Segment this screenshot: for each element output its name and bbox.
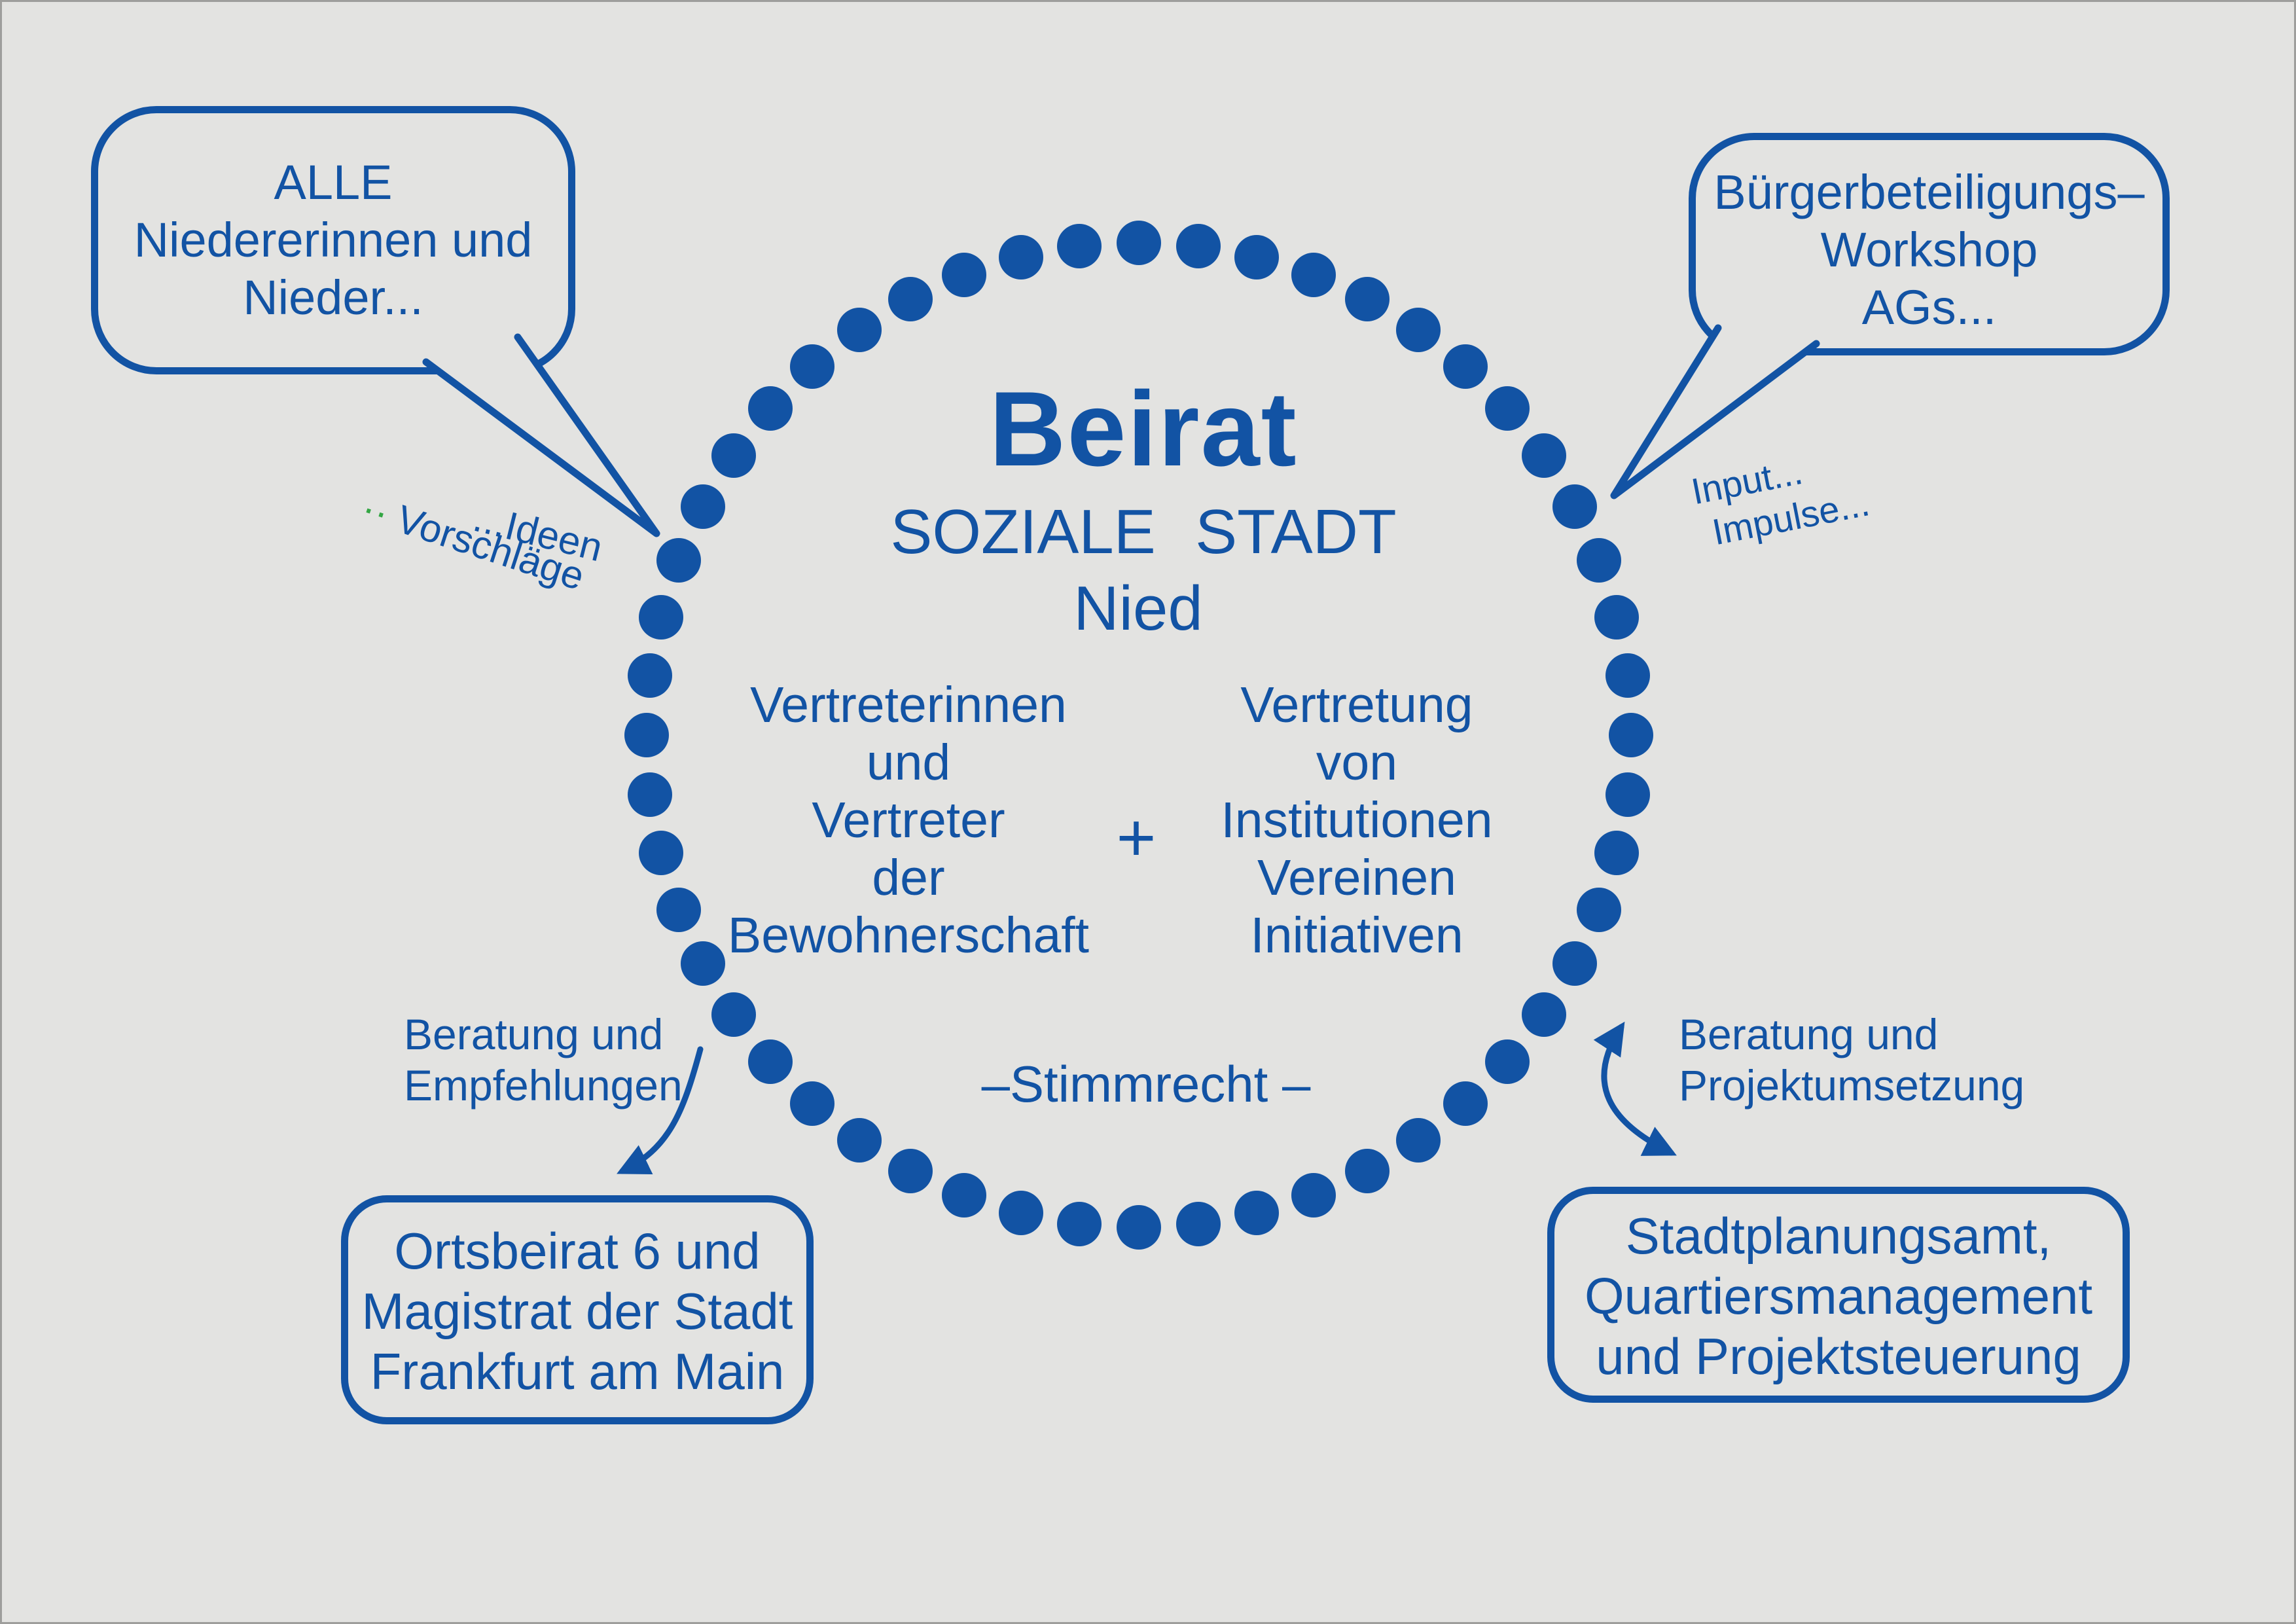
circle-dot xyxy=(1234,234,1279,280)
circle-dot xyxy=(1396,308,1441,353)
box-line: Stadtplanungsamt, xyxy=(1625,1207,2052,1265)
circle-dot xyxy=(656,538,701,583)
circle-dot xyxy=(999,1191,1044,1236)
box-line: Ortsbeirat 6 und xyxy=(394,1222,761,1280)
institutions-line: von xyxy=(1316,734,1398,791)
label-beratung-empfehlungen: Beratung und Empfehlungen xyxy=(404,1009,683,1111)
circle-dot xyxy=(681,484,726,529)
circle-dot xyxy=(1577,887,1622,932)
box-line: Quartiersmanagement xyxy=(1584,1267,2093,1325)
circle-dot xyxy=(748,386,793,431)
institutions-line: Vertretung xyxy=(1240,677,1473,733)
circle-dot xyxy=(888,1148,933,1193)
box-stadtplanungsamt: Stadtplanungsamt, Quartiersmanagement un… xyxy=(1547,1187,2130,1403)
circle-dot xyxy=(1552,484,1597,529)
plus-sign: + xyxy=(1116,800,1157,876)
label-beratung-projektumsetzung: Beratung und Projektumsetzung xyxy=(1679,1009,2024,1111)
circle-district: Nied xyxy=(1073,573,1203,643)
circle-dot xyxy=(836,308,882,353)
bubble-line: Bürgerbeteiligungs– xyxy=(1713,165,2145,219)
speech-bubble-workshops: Bürgerbeteiligungs– Workshop AGs... xyxy=(1689,133,2170,355)
bubble-line: Workshop xyxy=(1820,223,2038,277)
circle-dot xyxy=(748,1039,793,1084)
residents-line: Bewohnerschaft xyxy=(727,907,1090,964)
circle-dot xyxy=(1521,433,1566,478)
circle-dot xyxy=(1396,1117,1441,1163)
circle-dot xyxy=(836,1117,882,1163)
circle-dot xyxy=(628,772,673,817)
advice-arrow-right xyxy=(1593,1021,1677,1156)
circle-dot xyxy=(1117,221,1161,265)
label-line: Beratung und xyxy=(1679,1010,1939,1058)
circle-dot xyxy=(1609,713,1653,757)
circle-dot xyxy=(1234,1191,1279,1236)
circle-dot xyxy=(1291,1173,1336,1218)
circle-dot xyxy=(1577,538,1622,583)
bubble-line: Nieder... xyxy=(243,270,423,325)
circle-dot xyxy=(681,941,726,986)
residents-line: und xyxy=(866,734,951,791)
institutions-line: Initiativen xyxy=(1250,907,1463,964)
voting-rights-label: –Stimmrecht – xyxy=(981,1055,1311,1113)
circle-dot xyxy=(888,277,933,322)
circle-dot xyxy=(1291,252,1336,297)
label-line: Projektumsetzung xyxy=(1679,1061,2025,1110)
circle-dot xyxy=(1443,344,1488,389)
circle-dot xyxy=(1117,1205,1161,1250)
residents-line: Vertreter xyxy=(812,792,1005,848)
circle-dot xyxy=(1521,992,1566,1038)
circle-dot xyxy=(1345,277,1390,322)
circle-dot xyxy=(1057,224,1102,269)
residents-line: der xyxy=(872,850,945,906)
circle-dot xyxy=(790,1081,835,1126)
circle-subtitle: SOZIALE STADT xyxy=(890,497,1397,567)
circle-dot xyxy=(628,653,673,698)
circle-dot xyxy=(999,234,1044,280)
box-line: und Projektsteuerung xyxy=(1596,1327,2081,1385)
label-line: Empfehlungen xyxy=(404,1061,683,1110)
circle-dot xyxy=(638,595,683,640)
circle-dot xyxy=(1605,653,1650,698)
circle-title: Beirat xyxy=(989,370,1298,488)
label-line: Beratung und xyxy=(404,1010,664,1058)
circle-dot xyxy=(1552,941,1597,986)
circle-dot xyxy=(1484,1039,1530,1084)
residents-line: Vertreterinnen xyxy=(750,677,1067,733)
speech-bubble-all-residents: ALLE Niedererinnen und Nieder... xyxy=(91,106,575,374)
box-line: Magistrat der Stadt xyxy=(361,1282,793,1340)
circle-dot xyxy=(790,344,835,389)
box-line: Frankfurt am Main xyxy=(370,1343,785,1400)
circle-dot xyxy=(1175,1201,1221,1246)
circle-dot xyxy=(656,887,701,932)
green-dots: ·· xyxy=(356,485,395,535)
circle-dot xyxy=(711,433,757,478)
circle-dot xyxy=(1345,1148,1390,1193)
bubble-line: Niedererinnen und xyxy=(134,213,533,267)
circle-dot xyxy=(1175,224,1221,269)
circle-dot xyxy=(942,252,987,297)
circle-dot xyxy=(942,1173,987,1218)
institutions-line: Vereinen xyxy=(1257,850,1456,906)
circle-dot xyxy=(1057,1201,1102,1246)
circle-dot xyxy=(1594,595,1640,640)
circle-dot xyxy=(711,992,757,1038)
circle-dot xyxy=(1443,1081,1488,1126)
bubble-line: ALLE xyxy=(274,155,393,209)
bubble-line: AGs... xyxy=(1861,280,1997,334)
institutions-line: Institutionen xyxy=(1221,792,1493,848)
circle-dot xyxy=(1594,830,1640,875)
institutions-column: Vertretung von Institutionen Vereinen In… xyxy=(1221,676,1492,964)
residents-column: Vertreterinnen und Vertreter der Bewohne… xyxy=(728,676,1089,964)
circle-dot xyxy=(1605,772,1650,817)
circle-dot xyxy=(624,713,669,757)
circle-dot xyxy=(1484,386,1530,431)
box-ortsbeirat-magistrat: Ortsbeirat 6 und Magistrat der Stadt Fra… xyxy=(341,1195,814,1424)
circle-dot xyxy=(638,830,683,875)
